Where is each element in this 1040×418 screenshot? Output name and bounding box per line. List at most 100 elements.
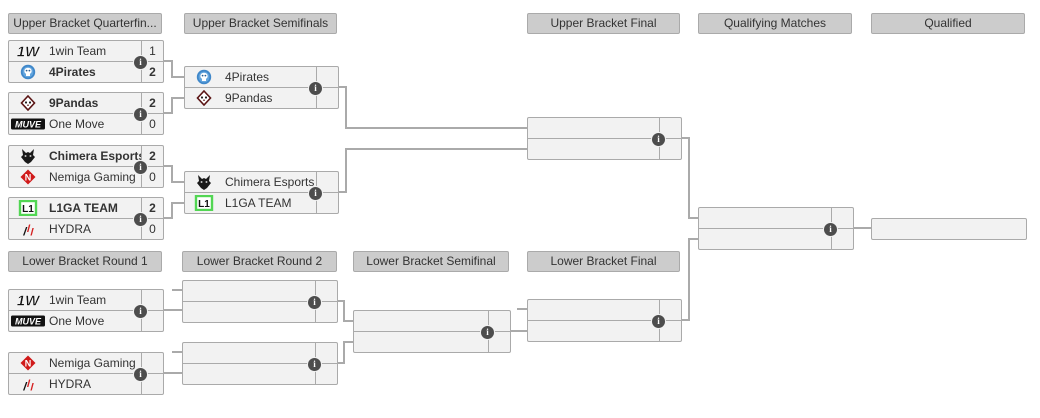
team-row-chimera-esports[interactable]: Chimera Esports 2 <box>9 146 163 166</box>
team-row-9pandas[interactable]: 9Pandas 2 <box>9 93 163 113</box>
chimera-esports-logo-icon <box>9 146 47 166</box>
empty-slot-row <box>183 301 337 322</box>
team-score: 2 <box>141 62 163 82</box>
match-info-icon[interactable]: i <box>823 221 838 237</box>
bracket-connector-line <box>343 341 353 343</box>
match-info-icon[interactable]: i <box>308 185 323 201</box>
team-score <box>141 374 163 394</box>
bracket-connector-line <box>171 97 173 114</box>
bracket-connector-line <box>162 217 173 219</box>
empty-slot-row <box>183 363 337 384</box>
bracket-connector-line <box>162 165 173 167</box>
team-row-1win-team[interactable]: 1win Team <box>9 290 163 310</box>
match-info-icon[interactable]: i <box>480 324 495 340</box>
l1ga-team-logo-icon <box>185 193 223 213</box>
empty-slot-row <box>872 219 1026 239</box>
match-lb-round2-1: i <box>182 280 338 323</box>
bracket-connector-line <box>172 351 182 353</box>
team-score: 2 <box>141 146 163 166</box>
team-row-l1ga-team[interactable]: L1GA TEAM 2 <box>9 198 163 218</box>
team-score: 0 <box>141 114 163 134</box>
empty-slot-row <box>354 311 510 331</box>
match-info-icon[interactable]: i <box>651 313 666 329</box>
bracket-connector-line <box>688 238 690 321</box>
team-name: One Move <box>49 314 105 328</box>
team-score: 0 <box>141 219 163 239</box>
match-lb-round1-2: Nemiga Gaming HYDRA i <box>8 352 164 395</box>
team-row-l1ga-team[interactable]: L1GA TEAM <box>185 192 338 213</box>
match-info-icon[interactable]: i <box>133 366 148 382</box>
header-qualifying-matches: Qualifying Matches <box>698 13 852 34</box>
team-name: HYDRA <box>49 377 92 391</box>
team-name: Chimera Esports <box>225 175 315 189</box>
bracket-connector-line <box>171 76 185 78</box>
qualified-slot <box>871 218 1027 240</box>
team-score <box>316 67 338 87</box>
4pirates-logo-icon <box>9 62 47 82</box>
one-move-logo-icon <box>9 114 47 134</box>
empty-slot-row <box>699 228 853 249</box>
bracket-connector-line <box>171 165 173 183</box>
team-name: L1GA TEAM <box>225 196 292 210</box>
team-row-hydra[interactable]: HYDRA <box>9 373 163 394</box>
empty-slot-row <box>354 331 510 352</box>
team-row-hydra[interactable]: HYDRA 0 <box>9 218 163 239</box>
team-row-4pirates[interactable]: 4Pirates <box>185 67 338 87</box>
match-info-icon[interactable]: i <box>133 303 148 319</box>
bracket-connector-line <box>688 217 698 219</box>
hydra-logo-icon <box>9 219 47 239</box>
team-score <box>316 172 338 192</box>
bracket-connector-line <box>510 330 527 332</box>
team-score <box>316 193 338 213</box>
team-row-one-move[interactable]: One Move <box>9 310 163 331</box>
match-info-icon[interactable]: i <box>133 106 148 122</box>
team-row-4pirates[interactable]: 4Pirates 2 <box>9 61 163 82</box>
empty-slot-row <box>528 118 681 138</box>
team-row-one-move[interactable]: One Move 0 <box>9 113 163 134</box>
match-info-icon[interactable]: i <box>307 294 322 310</box>
team-row-chimera-esports[interactable]: Chimera Esports <box>185 172 338 192</box>
match-ub-final: i <box>527 117 682 160</box>
bracket-connector-line <box>343 300 345 322</box>
team-row-9pandas[interactable]: 9Pandas <box>185 87 338 108</box>
team-score <box>316 88 338 108</box>
team-name: One Move <box>49 117 105 131</box>
match-info-icon[interactable]: i <box>133 159 148 175</box>
match-ub-quarterfinal-4: L1GA TEAM 2 HYDRA 0 i <box>8 197 164 240</box>
team-score <box>141 311 163 331</box>
bracket-connector-line <box>171 202 185 204</box>
bracket-connector-line <box>171 202 173 219</box>
bracket-connector-line <box>853 227 871 229</box>
team-score: 1 <box>141 41 163 61</box>
team-score <box>141 353 163 373</box>
bracket-connector-line <box>345 86 347 129</box>
team-name: Nemiga Gaming <box>49 170 136 184</box>
empty-slot-row <box>528 300 681 320</box>
9pandas-logo-icon <box>185 88 223 108</box>
match-lb-round2-2: i <box>182 342 338 385</box>
bracket-connector-line <box>162 309 182 311</box>
header-lower-bracket-semifinal: Lower Bracket Semifinal <box>353 251 509 272</box>
header-upper-bracket-quarterfinals: Upper Bracket Quarterfin... <box>8 13 162 34</box>
bracket-connector-line <box>517 308 527 310</box>
match-lb-semifinal: i <box>353 310 511 353</box>
match-info-icon[interactable]: i <box>133 54 148 70</box>
match-ub-semifinal-1: 4Pirates 9Pandas i <box>184 66 339 109</box>
bracket-connector-line <box>688 137 690 219</box>
team-name: 1win Team <box>49 293 107 307</box>
header-upper-bracket-semifinals: Upper Bracket Semifinals <box>184 13 337 34</box>
match-info-icon[interactable]: i <box>133 211 148 227</box>
match-info-icon[interactable]: i <box>307 356 322 372</box>
match-info-icon[interactable]: i <box>651 131 666 147</box>
4pirates-logo-icon <box>185 67 223 87</box>
team-row-nemiga-gaming[interactable]: Nemiga Gaming 0 <box>9 166 163 187</box>
header-lower-bracket-round-1: Lower Bracket Round 1 <box>8 251 162 272</box>
match-info-icon[interactable]: i <box>308 80 323 96</box>
header-lower-bracket-final: Lower Bracket Final <box>527 251 680 272</box>
team-row-1win-team[interactable]: 1win Team 1 <box>9 41 163 61</box>
chimera-esports-logo-icon <box>185 172 223 192</box>
team-row-nemiga-gaming[interactable]: Nemiga Gaming <box>9 353 163 373</box>
bracket-connector-line <box>171 97 185 99</box>
team-name: 9Pandas <box>225 91 273 105</box>
